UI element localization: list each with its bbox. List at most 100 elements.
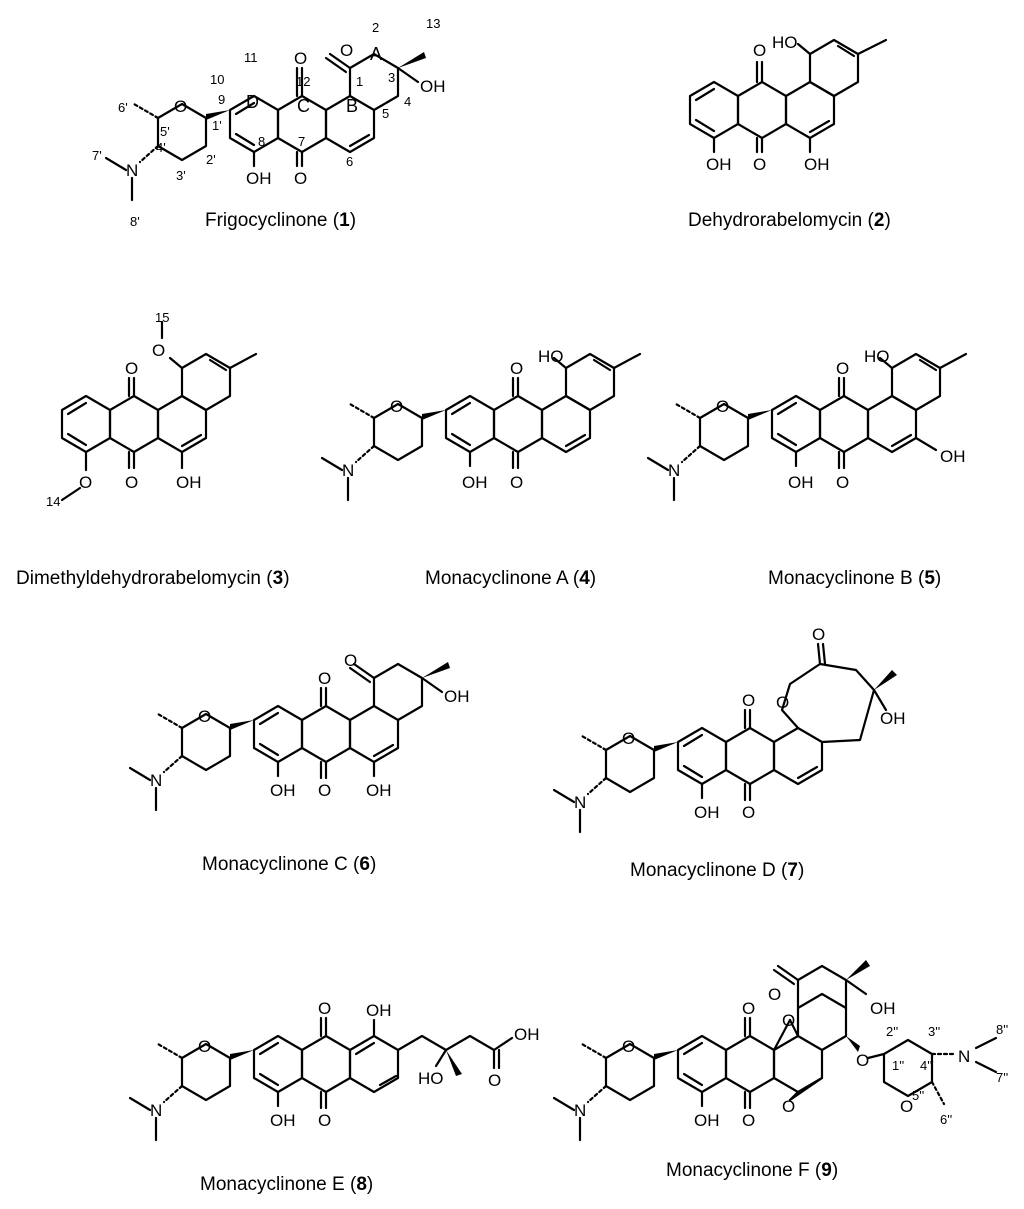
atom-n-sugar-4: N: [342, 461, 354, 480]
structure-compound-2: [688, 38, 888, 154]
atom-o-sugar-6: O: [198, 707, 211, 726]
atom-o-c7-1: O: [294, 169, 307, 188]
atom-oh-tertiary-7: OH: [880, 709, 906, 728]
caption-compound-7: Monacyclinone D (7): [630, 860, 804, 881]
structure-compound-9: [552, 960, 998, 1142]
atom-n-sugar-6: N: [150, 771, 162, 790]
atom-o-ketone-6: O: [344, 651, 357, 670]
atom-o-lower-2: O: [753, 155, 766, 174]
svg-text:9: 9: [218, 92, 225, 107]
structure-compound-8: [128, 1016, 514, 1142]
atom-o-carbonyl-7: O: [812, 625, 825, 644]
atom-o-14-3: O: [79, 473, 92, 492]
atom-oh-right-5: OH: [940, 447, 966, 466]
atom-o-upper-9: O: [742, 999, 755, 1018]
caption-compound-4: Monacyclinone A (4): [425, 568, 596, 589]
structure-compound-5: [646, 352, 968, 502]
svg-text:3'': 3'': [928, 1024, 940, 1039]
svg-text:1: 1: [356, 74, 363, 89]
caption-compound-1: Frigocyclinone (1): [205, 210, 356, 231]
atom-o-lower-5: O: [836, 473, 849, 492]
atom-oh-left-5: OH: [788, 473, 814, 492]
locant-labels-compound-9: 1'' 2'' 3'' 4'' 5'' 6'' 7'' 8'': [886, 1022, 1008, 1127]
atom-o-15-3: O: [152, 341, 165, 360]
svg-text:8': 8': [130, 214, 140, 229]
svg-text:12: 12: [296, 74, 310, 89]
svg-text:2: 2: [372, 20, 379, 35]
svg-text:4: 4: [404, 94, 411, 109]
svg-text:13: 13: [426, 16, 440, 31]
atom-ho-5: HO: [864, 347, 890, 366]
atom-o-upper-7: O: [742, 691, 755, 710]
svg-text:1'': 1'': [892, 1058, 904, 1073]
atom-oh-acid-8: OH: [514, 1025, 540, 1044]
svg-text:6'': 6'': [940, 1112, 952, 1127]
atom-o-sugar-7: O: [622, 729, 635, 748]
atom-oh-left-2: OH: [706, 155, 732, 174]
svg-text:7': 7': [92, 148, 102, 163]
atom-n-sugar-1: N: [126, 161, 138, 180]
atom-o-upper-2: O: [753, 41, 766, 60]
caption-compound-5: Monacyclinone B (5): [768, 568, 941, 589]
atom-o-sugar-9: O: [622, 1037, 635, 1056]
ring-label-d: D: [246, 92, 259, 112]
atom-oh-right-2: OH: [804, 155, 830, 174]
atom-ho-2: HO: [772, 33, 798, 52]
atom-o-upper-8: O: [318, 999, 331, 1018]
structure-compound-6: [128, 662, 450, 812]
structure-compound-1: [104, 52, 426, 202]
atom-o-epoxide-upper-9: O: [782, 1011, 795, 1030]
svg-text:5'': 5'': [912, 1088, 924, 1103]
atom-o-upper-4: O: [510, 359, 523, 378]
atom-n-sugar-8: N: [150, 1101, 162, 1120]
atom-o-sugar-8: O: [198, 1037, 211, 1056]
svg-text:7: 7: [298, 134, 305, 149]
atom-o-lower-8: O: [318, 1111, 331, 1130]
atom-oh-3: OH: [176, 473, 202, 492]
structure-compound-7: [552, 642, 897, 834]
atom-o-acid-8: O: [488, 1071, 501, 1090]
atom-o-lower-6: O: [318, 781, 331, 800]
svg-text:3: 3: [388, 70, 395, 85]
atom-oh-top-8: OH: [366, 1001, 392, 1020]
atom-o-sugar-5: O: [716, 397, 729, 416]
svg-text:2': 2': [206, 152, 216, 167]
atom-oh-tertiary-9: OH: [870, 999, 896, 1018]
atom-o-lactone-7: O: [776, 693, 789, 712]
atom-o-lower-9: O: [742, 1111, 755, 1130]
svg-text:1': 1': [212, 118, 222, 133]
atom-oh-4: OH: [462, 473, 488, 492]
svg-text:8: 8: [258, 134, 265, 149]
atom-o-sugar-4: O: [390, 397, 403, 416]
svg-text:11: 11: [244, 50, 258, 65]
atom-oh-tertiary-6: OH: [444, 687, 470, 706]
svg-text:5': 5': [160, 124, 170, 139]
caption-compound-3: Dimethyldehydrorabelomycin (3): [16, 568, 290, 589]
atom-ho-4: HO: [538, 347, 564, 366]
svg-text:6': 6': [118, 100, 128, 115]
structure-compound-3: [60, 320, 258, 502]
atom-o-lower-3: O: [125, 473, 138, 492]
caption-compound-9: Monacyclinone F (9): [666, 1160, 838, 1181]
svg-text:2'': 2'': [886, 1024, 898, 1039]
svg-text:10: 10: [210, 72, 224, 87]
svg-text:4': 4': [156, 140, 166, 155]
atom-oh-9: OH: [694, 1111, 720, 1130]
atom-o-epoxide-lower-9: O: [782, 1097, 795, 1116]
atom-o-c12-1: O: [294, 49, 307, 68]
ring-label-a: A: [370, 44, 382, 64]
caption-compound-6: Monacyclinone C (6): [202, 854, 376, 875]
svg-text:5: 5: [382, 106, 389, 121]
atom-oh-c8-1: OH: [246, 169, 272, 188]
atom-o-upper-3: O: [125, 359, 138, 378]
atom-n-sugar-5: N: [668, 461, 680, 480]
locant-14-3: 14: [46, 494, 60, 509]
atom-oh-right-6: OH: [366, 781, 392, 800]
ring-label-b: B: [346, 96, 358, 116]
locant-15-3: 15: [155, 310, 169, 325]
atom-o-sugar-1: O: [174, 97, 187, 116]
ring-label-c: C: [297, 96, 310, 116]
atom-o-c1-1: O: [340, 41, 353, 60]
atom-o-upper-5: O: [836, 359, 849, 378]
